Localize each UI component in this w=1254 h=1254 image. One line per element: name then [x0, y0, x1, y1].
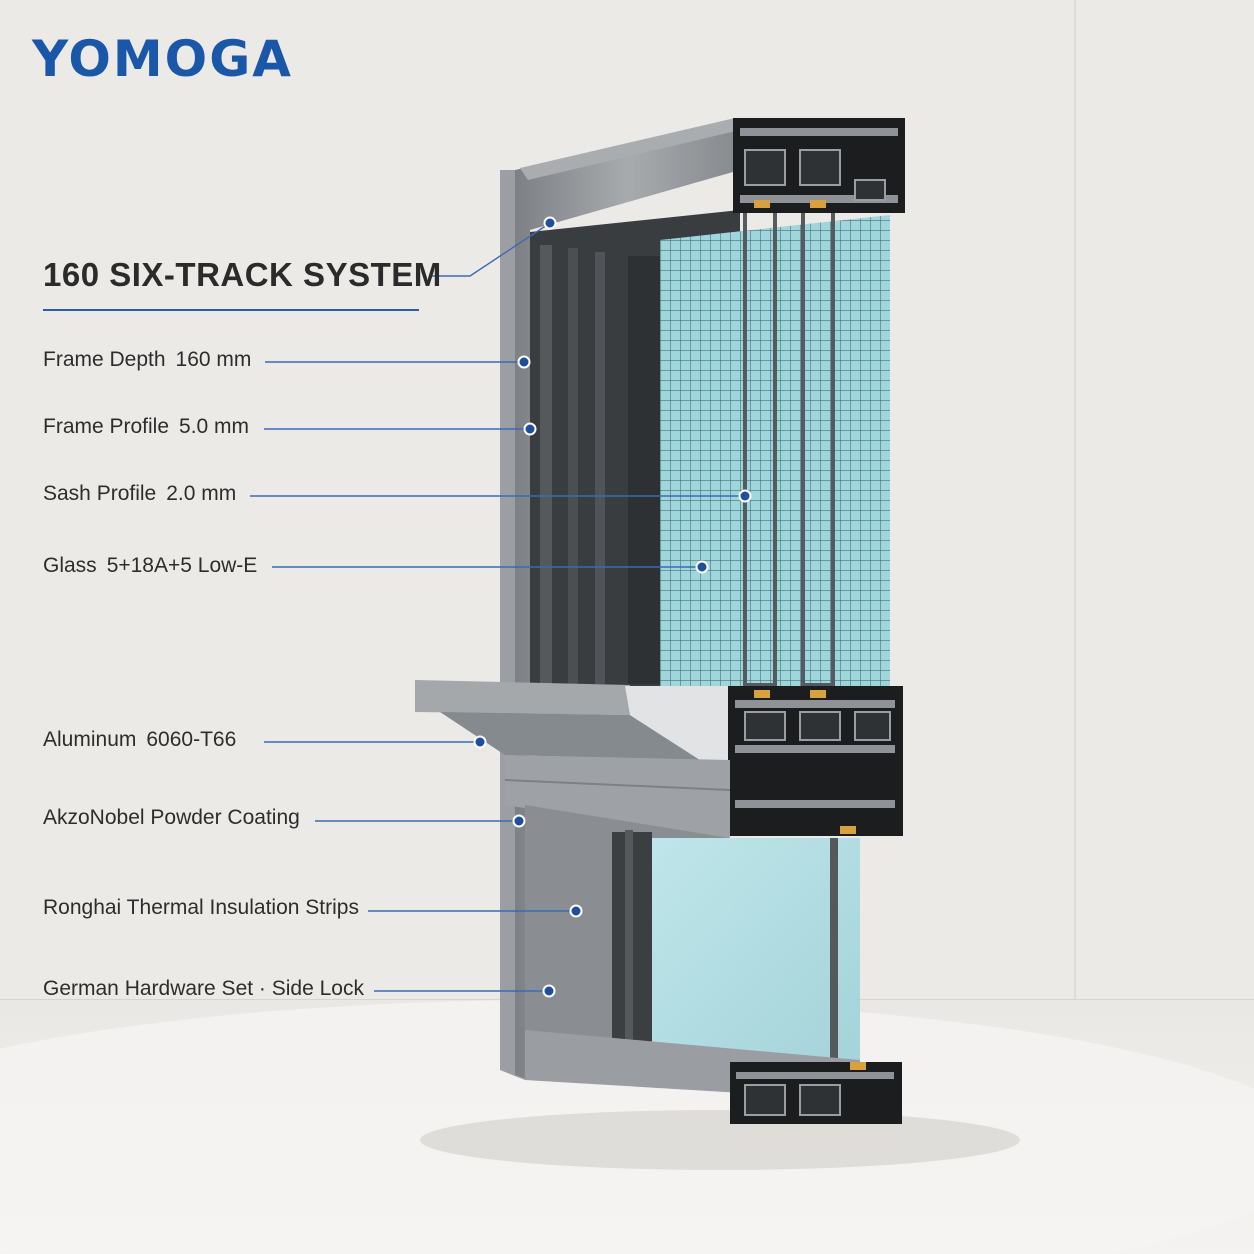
- brand-logo: YOMOGA: [32, 30, 293, 88]
- spec-sash-profile: Sash Profile 2.0 mm: [43, 482, 236, 506]
- spec-value: 6060-T66: [146, 728, 237, 751]
- sill-ledge: [415, 680, 630, 715]
- callout-dots: [473, 216, 752, 998]
- spec-thermal-strips: Ronghai Thermal Insulation Strips: [43, 896, 359, 920]
- page-title: 160 SIX-TRACK SYSTEM: [43, 256, 442, 293]
- title-underline: [43, 309, 419, 311]
- spec-aluminum: Aluminum 6060-T66: [43, 728, 236, 752]
- spec-hardware: German Hardware Set · Side Lock: [43, 977, 364, 1001]
- spec-label: Aluminum: [43, 728, 137, 751]
- window-model: [415, 118, 905, 1124]
- spec-frame-depth: Frame Depth 160 mm: [43, 348, 251, 372]
- spec-powder-coating: AkzoNobel Powder Coating: [43, 806, 300, 830]
- spec-label: AkzoNobel Powder Coating: [43, 806, 300, 829]
- spec-value: 160 mm: [175, 348, 252, 371]
- spec-label: Sash Profile: [43, 482, 157, 505]
- spec-label: German Hardware Set · Side Lock: [43, 977, 364, 1000]
- spec-frame-profile: Frame Profile 5.0 mm: [43, 415, 249, 439]
- middle-profile-section: [728, 686, 903, 836]
- spec-value: 5+18A+5 Low-E: [106, 554, 258, 577]
- spec-value: 2.0 mm: [166, 482, 237, 505]
- spec-label: Frame Depth: [43, 348, 166, 371]
- lower-glass: [652, 838, 860, 1062]
- spec-label: Frame Profile: [43, 415, 170, 438]
- spec-label: Ronghai Thermal Insulation Strips: [43, 896, 359, 919]
- spec-label: Glass: [43, 554, 97, 577]
- spec-glass: Glass 5+18A+5 Low-E: [43, 554, 257, 578]
- spec-value: 5.0 mm: [179, 415, 250, 438]
- callout-lines: [250, 222, 745, 992]
